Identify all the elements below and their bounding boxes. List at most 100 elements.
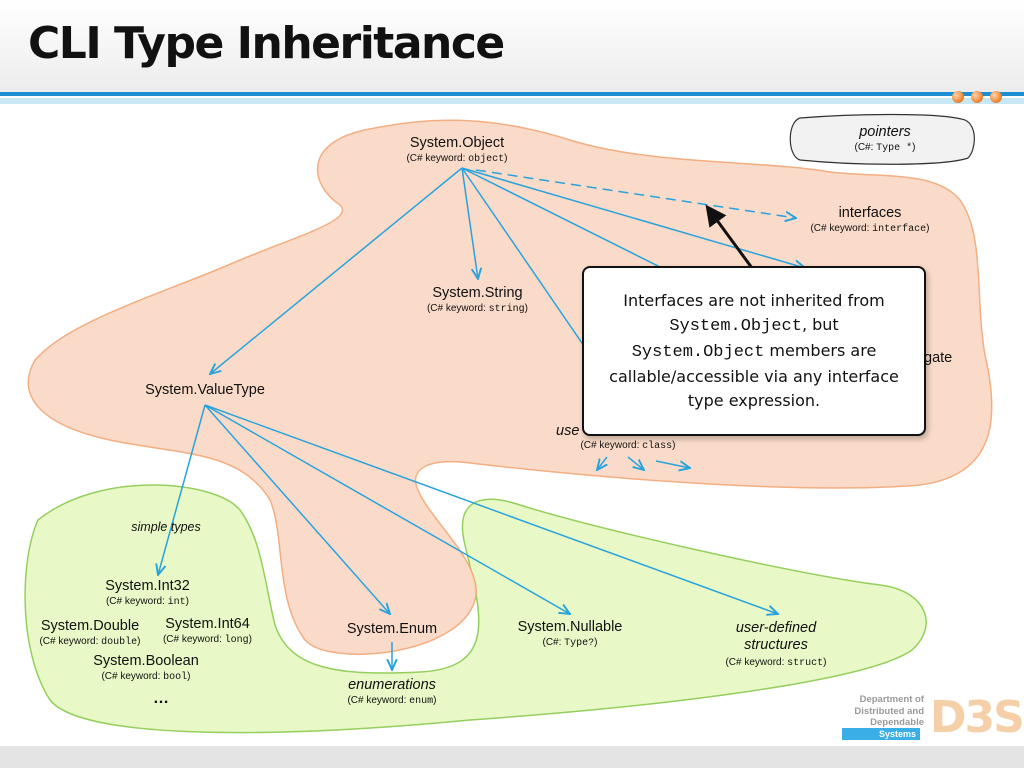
node-system-nullable: System.Nullable (C#: Type?): [505, 619, 635, 650]
arrow-object-delegate: [461, 167, 690, 282]
callout-line-1: Interfaces are not inherited from: [623, 291, 885, 310]
node-user-defined-structures: user-defined structures (C# keyword: str…: [712, 620, 840, 670]
keyword-suffix: ): [433, 695, 437, 706]
keyword-prefix: (C# keyword:: [162, 634, 225, 645]
node-label: System.Enum: [346, 621, 438, 637]
keyword: string: [488, 304, 525, 315]
department-logo: D3S Department of Distributed and Depend…: [838, 690, 1024, 746]
keyword: struct: [787, 658, 824, 669]
callout-code: System.Object: [631, 343, 765, 362]
callout-line-4: callable/accessible via any interface: [609, 367, 899, 386]
keyword-prefix: (C# keyword:: [810, 223, 873, 234]
node-user-classes-fragment: use: [556, 423, 580, 440]
keyword-suffix: ): [248, 634, 253, 645]
node-system-object: System.Object (C# keyword: object): [392, 135, 522, 166]
keyword-suffix: ): [187, 671, 191, 682]
logo-systems-label: Systems: [842, 728, 920, 740]
arrow-classes-child-2: [627, 456, 644, 470]
keyword: enum: [409, 696, 434, 707]
keyword: interface: [872, 224, 927, 235]
keyword-prefix: (C# keyword:: [101, 671, 164, 682]
keyword-prefix: (C# keyword:: [725, 657, 788, 668]
keyword-prefix: (C# keyword:: [105, 596, 168, 607]
arrow-classes-child-1: [597, 456, 607, 470]
node-system-double: System.Double (C# keyword: double): [30, 618, 150, 649]
arrow-object-string: [461, 167, 478, 279]
keyword-suffix: ): [594, 637, 598, 648]
arrow-valuetype-int32: [158, 404, 206, 575]
node-label: pointers: [859, 124, 911, 140]
keyword-prefix: (C# keyword:: [426, 303, 489, 314]
node-system-int32: System.Int32 (C# keyword: int): [90, 578, 205, 609]
header-divider: [0, 96, 1024, 98]
node-keyword-line: (C#: Type *): [820, 141, 950, 155]
slide-header: [0, 0, 1024, 92]
callout-pointer: [705, 204, 754, 269]
keyword: Type?: [564, 638, 595, 649]
node-system-boolean: System.Boolean (C# keyword: bool): [84, 653, 208, 684]
keyword-suffix: ): [185, 596, 190, 607]
keyword: object: [468, 154, 505, 165]
keyword-prefix: (C# keyword:: [347, 695, 410, 706]
keyword: long: [224, 635, 249, 646]
arrow-object-interfaces: [475, 169, 796, 218]
node-keyword-line: (C# keyword: struct): [712, 656, 840, 670]
callout-text: Interfaces are not inherited from System…: [609, 289, 899, 413]
node-system-valuetype: System.ValueType: [130, 382, 280, 399]
pointers-region: [789, 113, 975, 165]
keyword-suffix: ): [672, 440, 676, 451]
logo-mark: D3S: [930, 692, 1024, 743]
logo-line: Department of: [859, 694, 924, 705]
node-interfaces: interfaces (C# keyword: interface): [800, 205, 940, 236]
reference-types-region: [27, 119, 993, 655]
keyword: bool: [163, 672, 188, 683]
keyword-suffix: ): [912, 142, 916, 153]
callout-line-3: System.Object members are: [609, 339, 899, 365]
orange-dot-icon: [990, 91, 1002, 103]
keyword: class: [642, 441, 673, 452]
keyword-prefix: (C#:: [854, 142, 877, 153]
header-accent-bar: [0, 92, 1024, 96]
node-keyword-line: (C# keyword: object): [392, 152, 522, 166]
node-label: System.String: [432, 285, 523, 301]
header-light-bar: [0, 98, 1024, 104]
arrow-valuetype-structures: [204, 404, 778, 614]
node-label: simple types: [131, 520, 201, 534]
node-keyword-line: (C# keyword: string): [410, 302, 545, 316]
node-label: gate: [924, 350, 953, 366]
keyword-suffix: ): [137, 636, 141, 647]
more-simple-types-ellipsis: …: [153, 690, 169, 707]
logo-line: Dependable: [870, 717, 924, 728]
node-simple-types: simple types: [118, 520, 214, 534]
node-label: System.Int64: [165, 616, 250, 632]
arrow-object-valuetype: [210, 167, 463, 374]
arrow-classes-child-3: [655, 460, 690, 468]
node-keyword-line: (C# keyword: long): [150, 633, 265, 647]
callout-line-2: System.Object, but: [609, 313, 899, 339]
callout-line-5: type expression.: [687, 391, 821, 410]
node-keyword-line: (C# keyword: interface): [800, 222, 940, 236]
node-label: System.ValueType: [145, 382, 265, 398]
interfaces-note-callout: Interfaces are not inherited from System…: [582, 266, 926, 436]
node-keyword-line: (C# keyword: enum): [330, 694, 454, 708]
keyword: Type *: [876, 143, 913, 154]
arrow-valuetype-enum: [204, 404, 390, 614]
node-label-line-1: user-defined: [735, 620, 817, 636]
orange-dot-icon: [952, 91, 964, 103]
node-label: System.Int32: [105, 578, 190, 594]
node-user-classes-keyword: (C# keyword: class): [568, 439, 688, 453]
node-delegate-fragment: gate: [924, 350, 964, 367]
node-keyword-line: (C#: Type?): [505, 636, 635, 650]
node-pointers: pointers (C#: Type *): [820, 124, 950, 155]
logo-line: Distributed and: [854, 705, 924, 717]
node-label: enumerations: [348, 677, 436, 693]
callout-code: System.Object: [669, 317, 802, 336]
keyword-prefix: (C# keyword:: [39, 636, 102, 647]
node-label-line-2: structures: [744, 637, 808, 653]
node-label: use: [556, 423, 580, 439]
keyword-prefix: (C#:: [542, 637, 565, 648]
keyword-suffix: ): [504, 153, 508, 164]
node-label: System.Nullable: [517, 619, 623, 635]
callout-text-segment: members are: [764, 341, 877, 360]
